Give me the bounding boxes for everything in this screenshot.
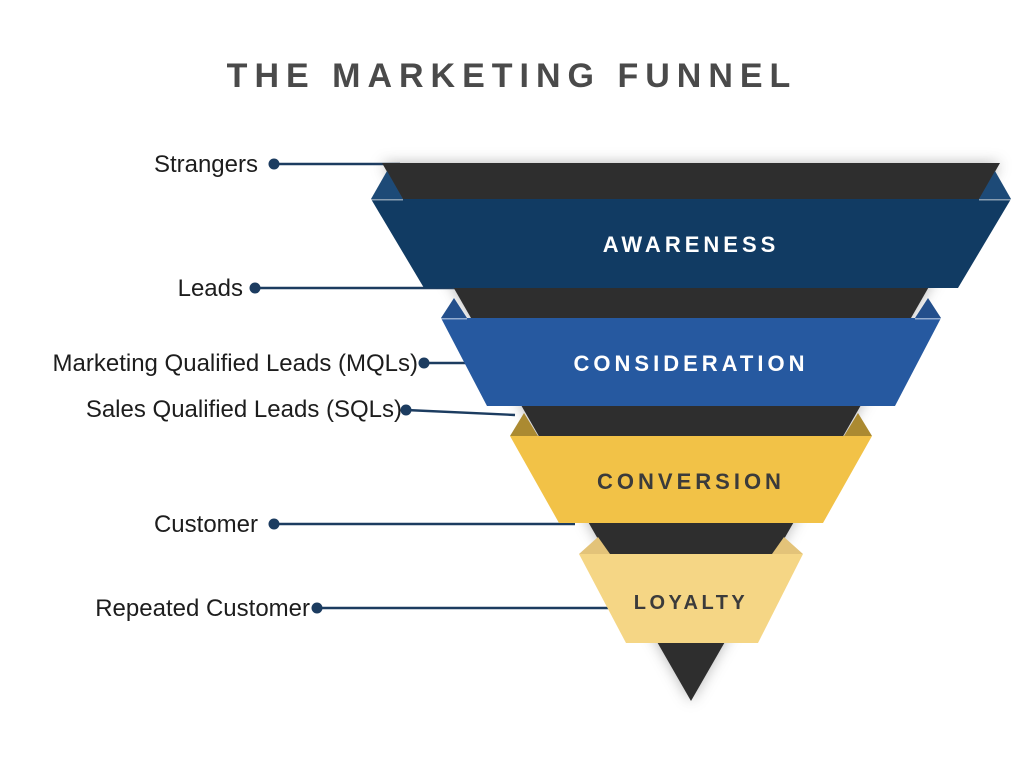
stage-label: LOYALTY [634, 592, 749, 614]
connector-dot [268, 158, 280, 170]
fold-left-icon [441, 298, 467, 318]
side-label-sqls: Sales Qualified Leads (SQLs) [86, 396, 402, 423]
stage-band [510, 436, 872, 523]
side-label-mqls: Marketing Qualified Leads (MQLs) [53, 350, 418, 377]
connector-line-sqls [405, 408, 516, 417]
page-title: THE MARKETING FUNNEL [226, 57, 798, 95]
side-label-repeated-customer: Repeated Customer [95, 595, 310, 622]
stage-band [371, 199, 1011, 288]
fold-left-icon [510, 413, 538, 436]
side-label-leads: Leads [178, 275, 243, 302]
side-labels: Strangers Leads Marketing Qualified Lead… [53, 151, 418, 622]
stage-conversion: CONVERSION [510, 413, 872, 523]
connector-dot [268, 518, 280, 530]
fold-right-icon [979, 171, 1011, 199]
fold-left-icon [579, 537, 610, 554]
side-label-customer: Customer [154, 511, 258, 538]
connector-lines [255, 162, 615, 610]
connector-dot [311, 602, 323, 614]
fold-right-icon [915, 298, 941, 318]
connector-dots [249, 158, 430, 614]
stage-loyalty: LOYALTY [579, 537, 803, 643]
stage-band [579, 554, 803, 643]
stage-awareness: AWARENESS [371, 171, 1011, 288]
connector-dot [249, 282, 261, 294]
stage-band [441, 318, 941, 406]
connector-dot [418, 357, 430, 369]
fold-right-icon [772, 537, 803, 554]
stage-label: AWARENESS [603, 232, 780, 257]
fold-left-icon [371, 171, 403, 199]
stage-label: CONSIDERATION [574, 351, 809, 376]
fold-right-icon [844, 413, 872, 436]
stage-consideration: CONSIDERATION [441, 298, 941, 406]
side-label-strangers: Strangers [154, 151, 258, 178]
connector-dot [400, 404, 412, 416]
funnel-core-triangle [382, 163, 1000, 701]
stage-label: CONVERSION [597, 469, 785, 494]
